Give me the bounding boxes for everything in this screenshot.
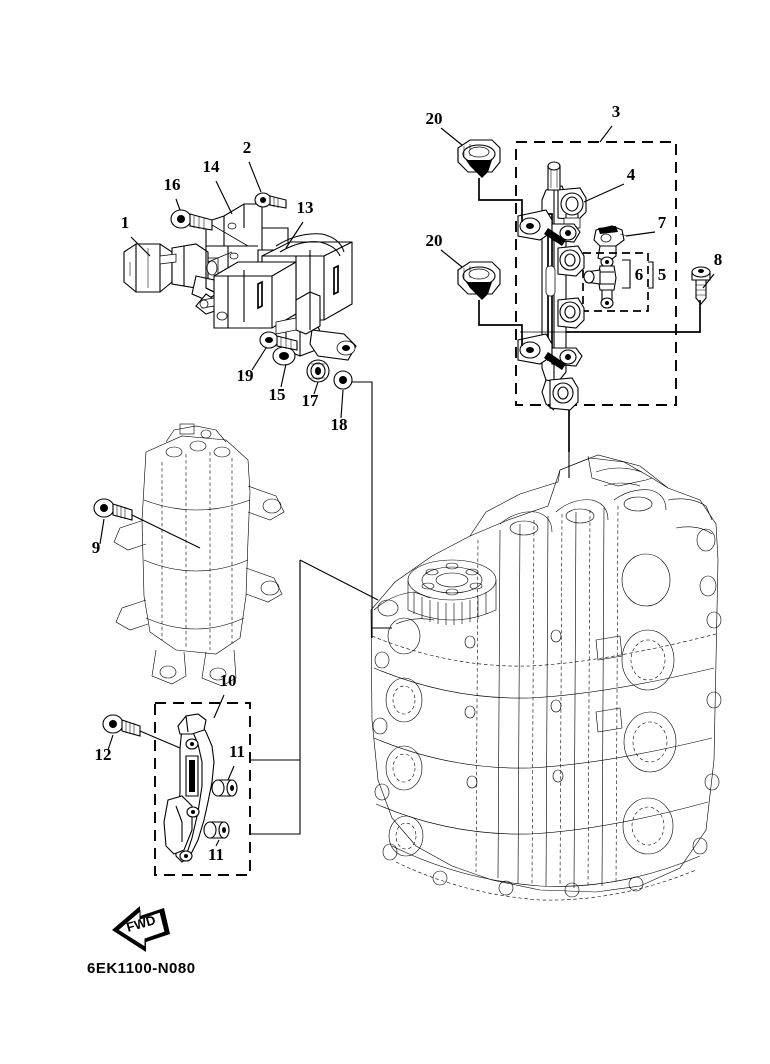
left-mount-bracket [113,423,285,687]
part-9-bolt [93,498,201,549]
callout-11-upper: 11 [229,742,245,761]
part-16-bolt [170,209,213,231]
part-6-injector [583,256,654,309]
leader-lines [99,125,715,847]
callout-10: 10 [220,671,237,690]
callout-19: 19 [237,366,254,385]
part-2-bolt [254,192,287,209]
callout-13: 13 [297,198,314,217]
callout-7: 7 [658,213,667,232]
callout-5: 5 [658,265,667,284]
part-19-bolt [259,331,298,351]
part-12-bolt [102,714,181,749]
callout-4: 4 [627,165,636,184]
part-13-canister [199,233,353,329]
part-11-bushing-lower [203,821,230,839]
callout-17: 17 [302,391,320,410]
callout-12: 12 [95,745,112,764]
callout-3: 3 [612,102,621,121]
engine-powerhead [370,454,722,901]
part-8-bolt [691,266,711,305]
part-10-lever-assembly [163,713,215,863]
callout-18: 18 [331,415,348,434]
callout-1: 1 [121,213,130,232]
callout-numbers: 1 2 3 4 5 6 7 8 9 10 11 12 13 14 15 16 1… [92,102,723,864]
group-boundary-3 [515,141,677,406]
callout-2: 2 [243,138,252,157]
callout-20-upper: 20 [426,109,443,128]
callout-15: 15 [269,385,286,404]
callout-6: 6 [635,265,644,284]
callout-11-lower: 11 [208,845,224,864]
part-code-label: 6EK1100-N080 [87,960,196,977]
fwd-arrow-marker: FWD [112,906,170,952]
group-boundary-10 [154,702,251,876]
fuel-rail-assembly [517,161,587,411]
part-7-clip [593,225,629,263]
callout-8: 8 [714,250,723,269]
callout-20-lower: 20 [426,231,443,250]
callout-16: 16 [164,175,181,194]
callout-14: 14 [203,157,221,176]
part-20-clamp-lower [457,261,501,300]
part-20-clamp-upper [457,139,501,178]
part-11-bushing-upper [211,779,238,797]
callout-9: 9 [92,538,101,557]
